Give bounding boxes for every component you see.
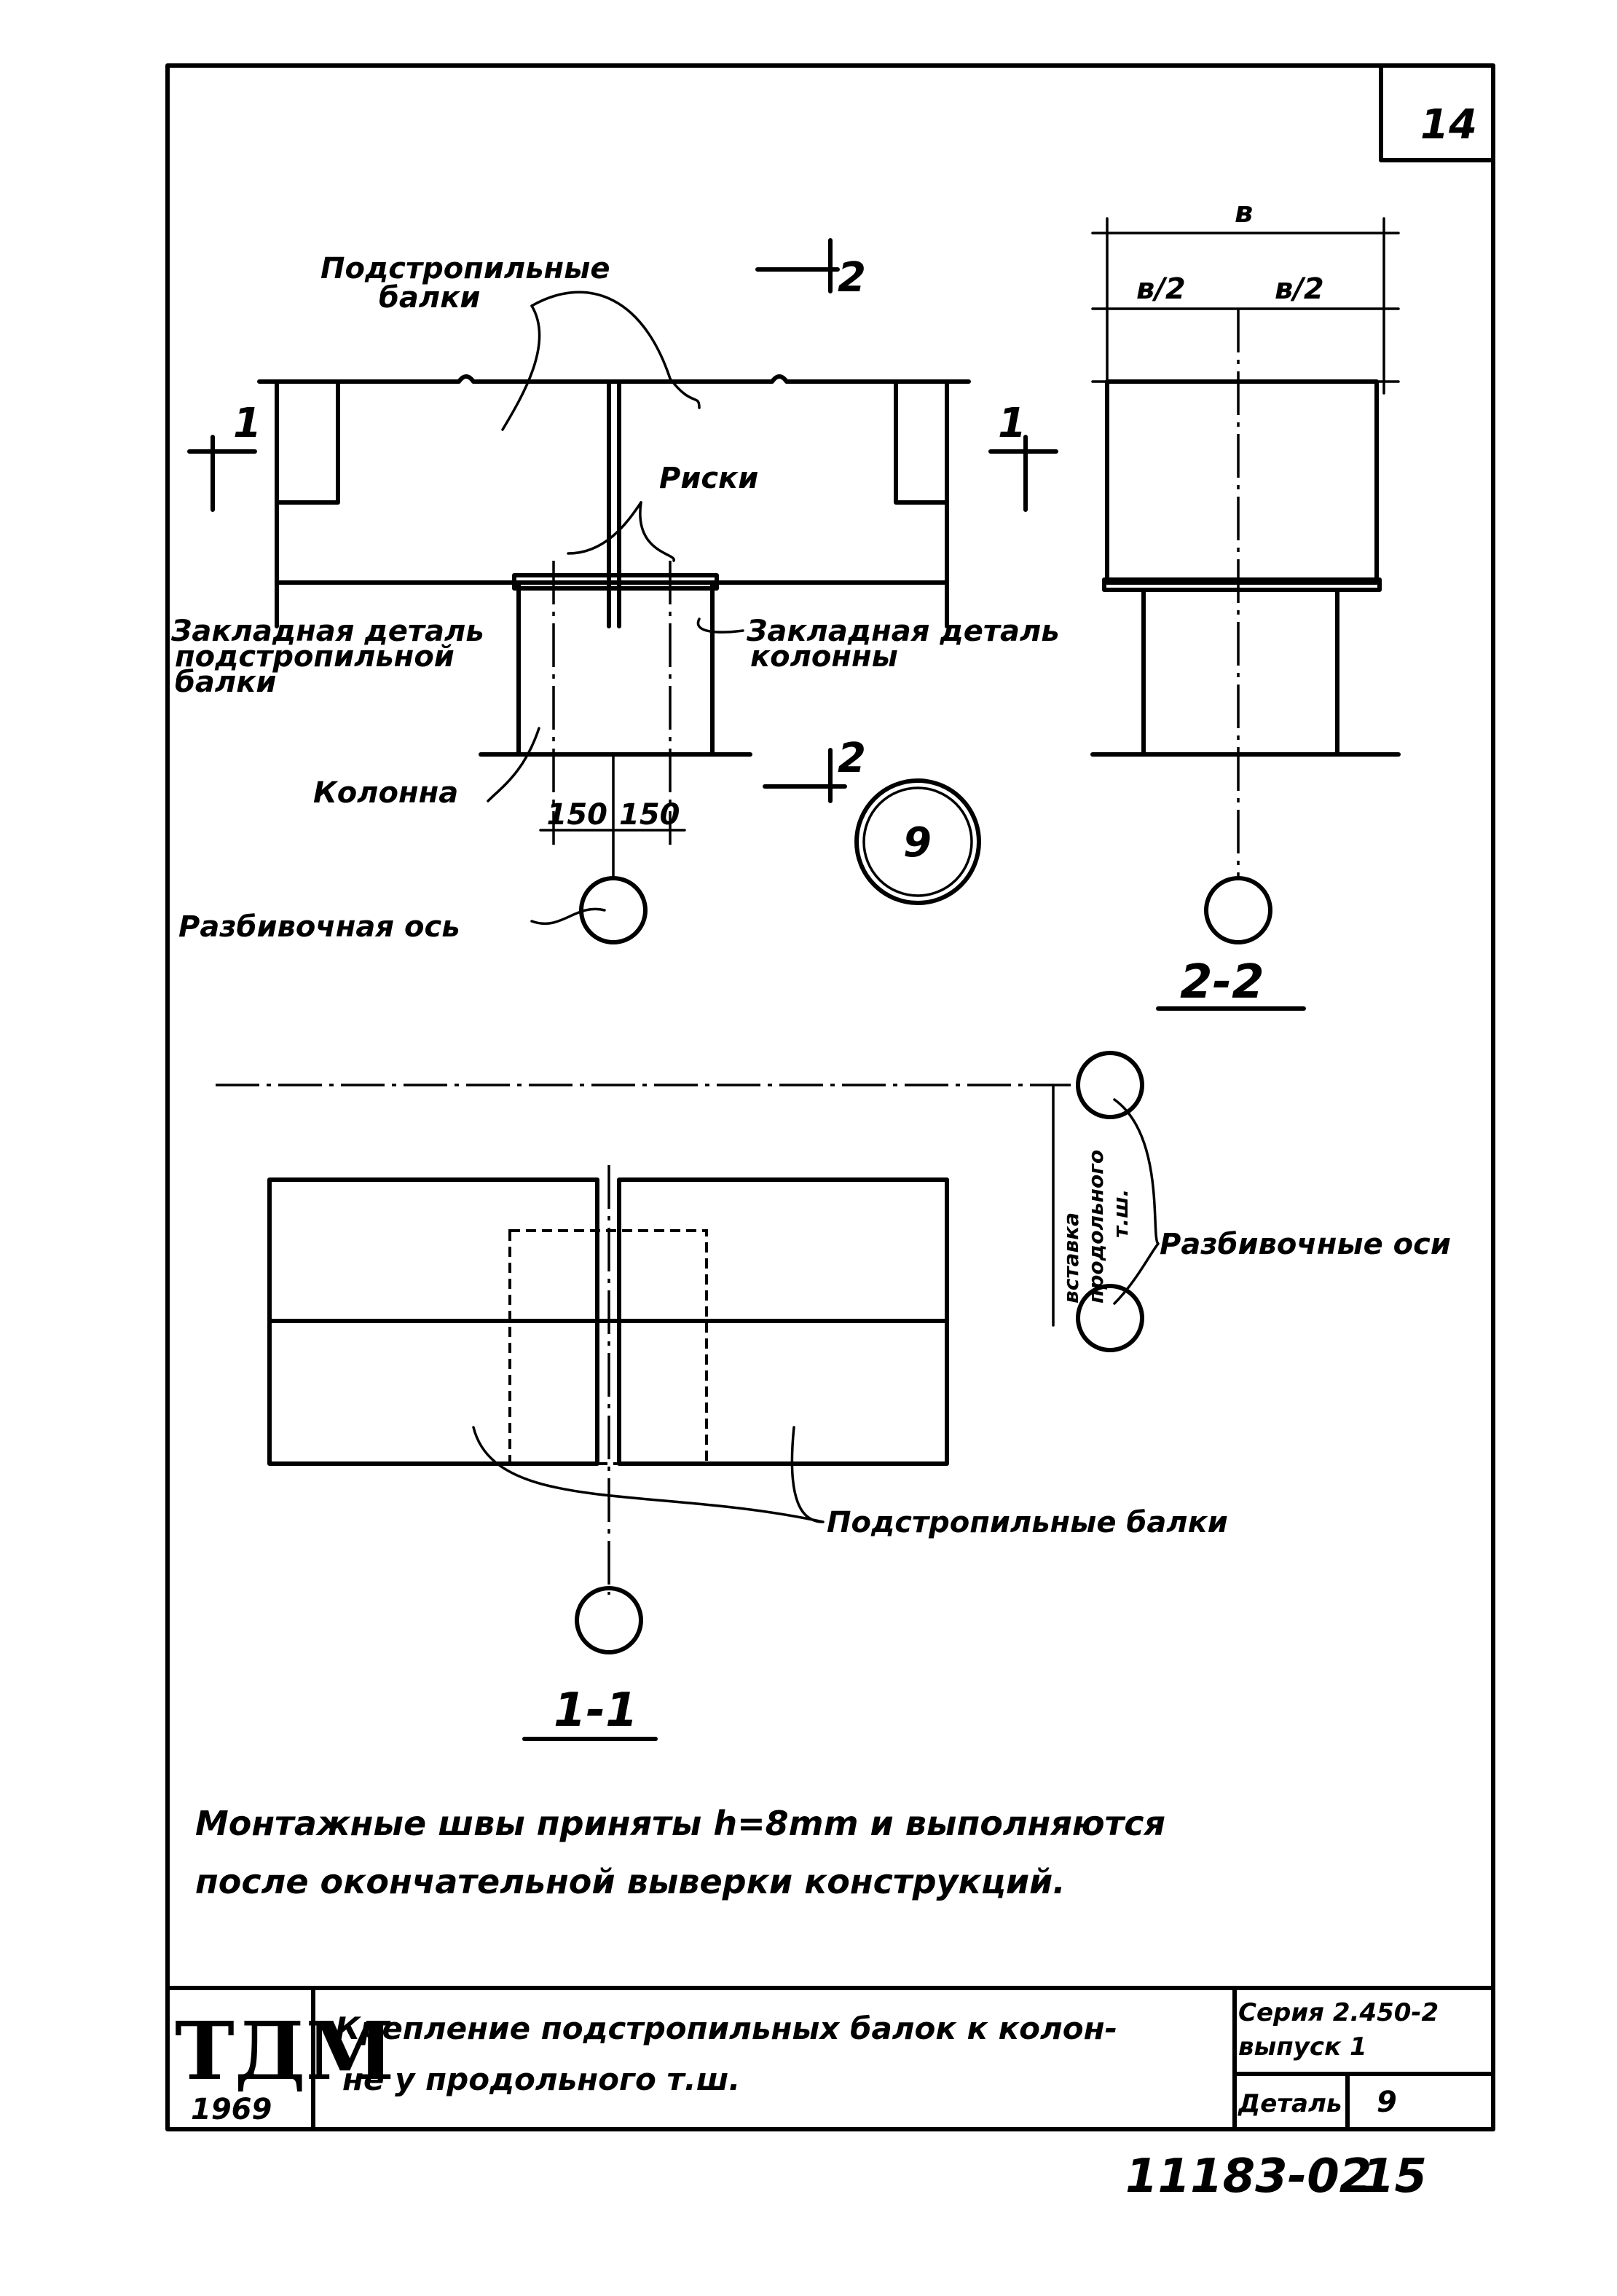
insert-label-3: т.ш. [1109,1189,1133,1238]
detail-label: Деталь [1238,2089,1342,2118]
issue: выпуск 1 [1238,2032,1367,2062]
section-2-2-title: 2-2 [1180,955,1264,1009]
detail-value: 9 [1377,2086,1397,2119]
series: Серия 2.450-2 [1238,1998,1439,2027]
embedded-plate [512,573,719,591]
beams-label-2: балки [379,281,480,315]
section-2-2: в в/2 в/2 2-2 [1090,196,1401,1011]
dim-left: 150 [547,798,608,832]
marks-label: Риски [659,462,758,495]
column [516,580,715,757]
title-line-1: Крепление подстропильных балок к колон- [335,2011,1117,2046]
section-1-right: 1 [998,400,1026,447]
section-1-left: 1 [233,400,261,447]
title-block: ТДМ 1969 Крепление подстропильных балок … [165,1986,1495,2131]
page-number: 14 [1420,101,1477,149]
note-line-2: после окончательной выверки конструкций. [195,1862,1066,1901]
notes: Монтажные швы приняты h=8mm и выполняютс… [195,1804,1165,1901]
footer-page: 15 [1362,2150,1427,2204]
section-1-1: вставка продольного т.ш. Разбивочные оси… [216,1051,1451,1741]
note-line-1: Монтажные швы приняты h=8mm и выполняютс… [195,1804,1165,1843]
dim-half-right: в/2 [1275,272,1324,306]
title-line-2: не у продольного т.ш. [342,2062,740,2097]
detail-number: 9 [903,819,932,867]
year: 1969 [191,2093,272,2126]
column-label: Колонна [313,776,458,810]
section-2-top: 2 [838,254,866,301]
page-number-box: 14 [1379,63,1495,162]
sheet-frame [165,63,1495,2131]
column-embed-label-2: колонны [750,640,898,674]
detail-circle [854,778,981,905]
beam-embed-label-3: балки [175,666,276,699]
beam-joint [607,379,621,628]
insert-label-2: продольного [1084,1150,1108,1303]
axis-label: Разбивочная ось [178,910,460,944]
column-embed-label: Закладная деталь [746,615,1060,648]
dim-half-left: в/2 [1136,272,1186,306]
beams-label-1-1: Подстропильные балки [827,1506,1228,1539]
footer-code: 11183-02 [1125,2150,1372,2204]
insert-label: вставка [1059,1212,1083,1303]
axes-label: Разбивочные оси [1160,1228,1451,1261]
section-2-bottom: 2 [838,735,866,782]
dim-right: 150 [619,798,680,832]
plan-view: 150 150 9 2 2 1 1 Подстропильные балки Р… [170,238,1060,944]
beam-embed-label-2: подстропильной [175,640,455,674]
dim-b: в [1235,196,1253,229]
logo: ТДМ [175,2004,394,2098]
section-1-1-title: 1-1 [554,1684,638,1737]
beam-embed-label: Закладная деталь [170,615,484,648]
beams-label: Подстропильные [320,252,610,285]
